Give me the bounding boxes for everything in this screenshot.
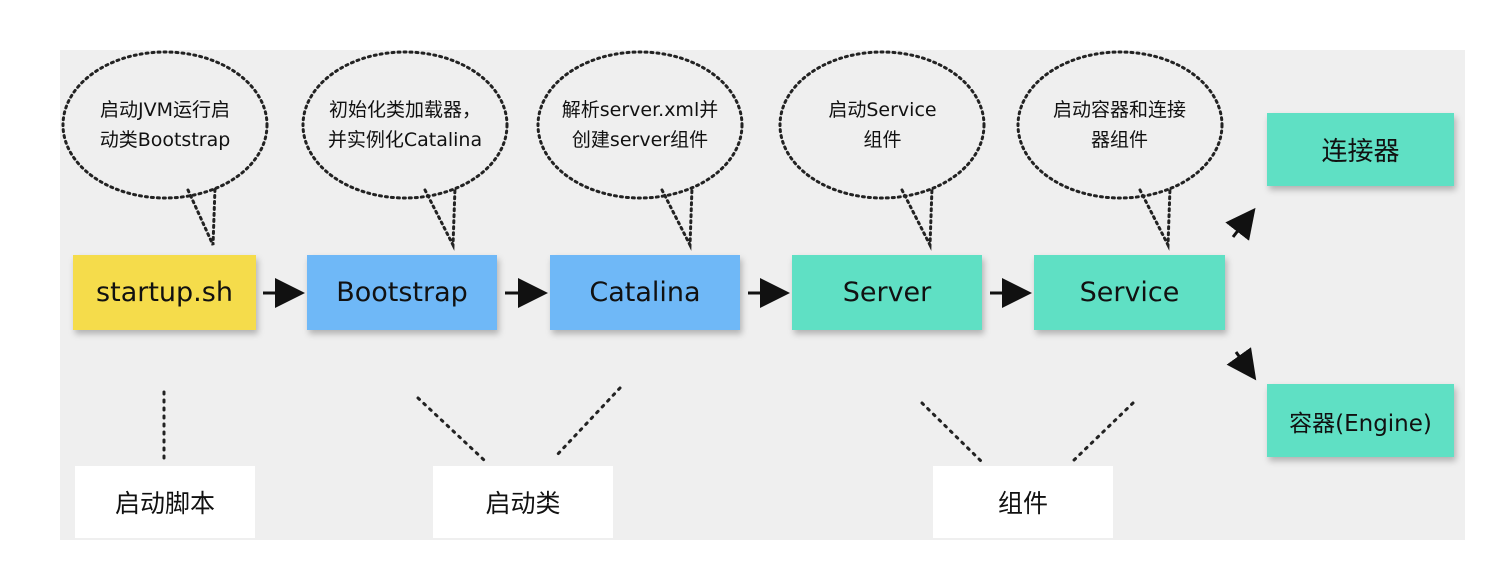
leader-bootstrap-class-right	[554, 386, 622, 458]
node-service: Service	[1034, 255, 1225, 330]
arrow-service-to-connector	[1225, 207, 1256, 241]
thought-bubble-5	[1016, 50, 1224, 251]
node-startup-sh: startup.sh	[73, 255, 256, 330]
bubble-text-5: 启动容器和连接 器组件	[1052, 99, 1186, 151]
leader-components-right	[1070, 401, 1135, 464]
node-server: Server	[792, 255, 982, 330]
bubble-text-4: 启动Service 组件	[828, 99, 937, 151]
thought-bubble-2	[301, 50, 509, 251]
leader-bootstrap-class-left	[416, 396, 486, 462]
arrow-service-to-engine	[1226, 347, 1257, 381]
category-startup-script: 启动脚本	[75, 466, 255, 538]
bubble-text-2: 初始化类加载器， 并实例化Catalina	[327, 99, 483, 151]
bubble-text-3: 解析server.xml并 创建server组件	[561, 99, 719, 151]
category-bootstrap-class: 启动类	[433, 466, 613, 538]
node-bootstrap: Bootstrap	[307, 255, 497, 330]
node-connector: 连接器	[1267, 113, 1454, 186]
thought-bubble-3	[536, 50, 744, 251]
node-engine-container: 容器(Engine)	[1267, 384, 1454, 457]
thought-bubble-4	[778, 50, 986, 251]
category-components: 组件	[933, 466, 1113, 538]
leader-components-left	[920, 401, 984, 464]
node-catalina: Catalina	[550, 255, 740, 330]
bubble-text-1: 启动JVM运行启 动类Bootstrap	[99, 99, 231, 151]
thought-bubble-1	[61, 50, 269, 246]
